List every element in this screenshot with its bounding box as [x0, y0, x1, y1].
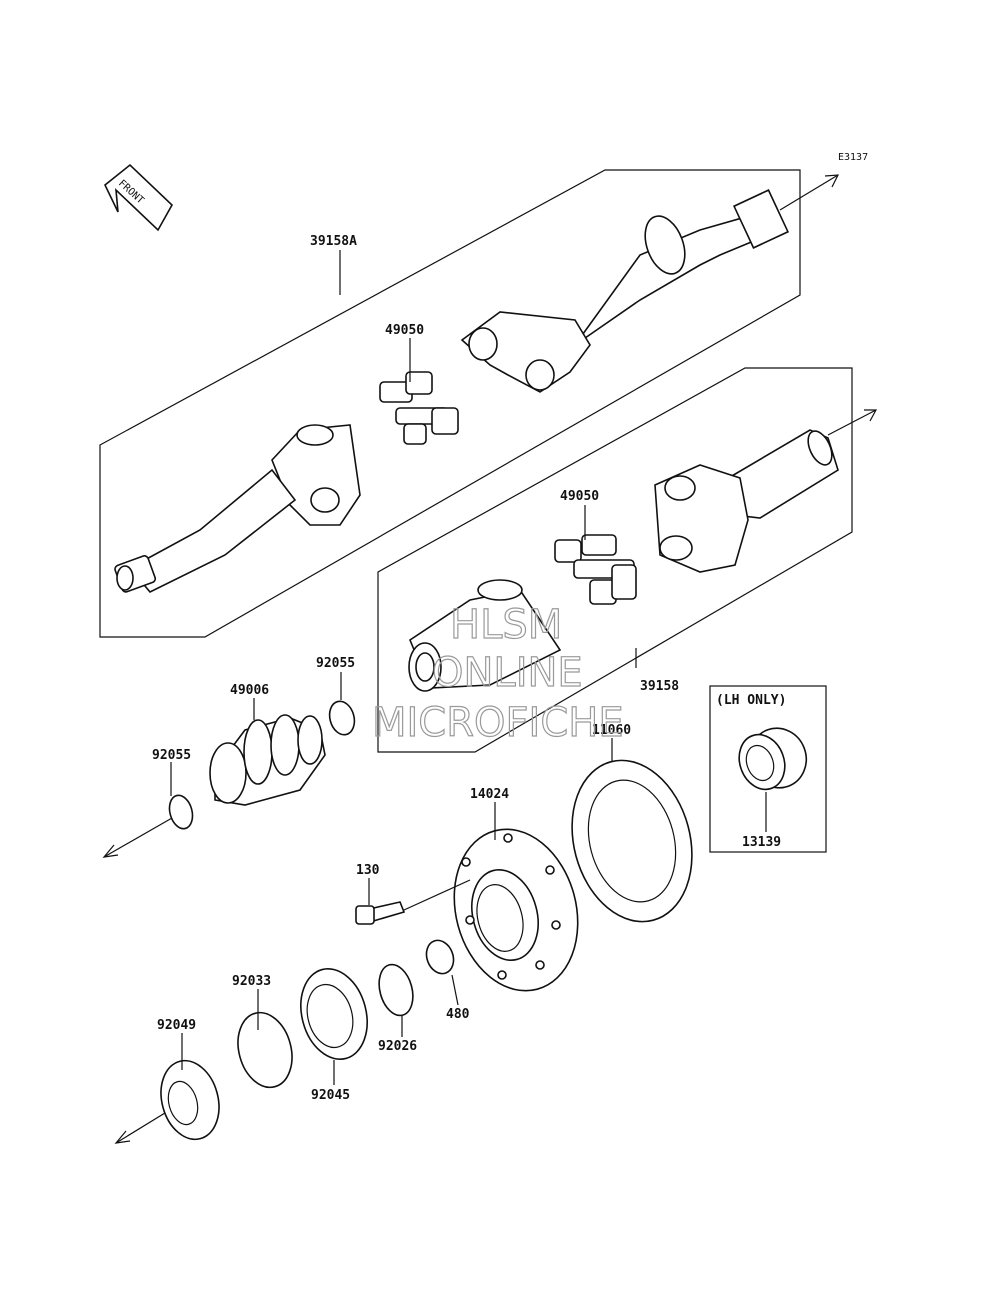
label-11060: 11060	[592, 723, 631, 738]
bearing-92045	[300, 968, 368, 1060]
front-arrow-icon: FRONT	[104, 163, 174, 232]
label-92026: 92026	[378, 1039, 417, 1054]
diagram-code: E3137	[838, 152, 868, 163]
group-box-39158a	[99, 169, 801, 638]
boot-49006	[209, 714, 326, 806]
watermark-line-3: MICROFICHE	[372, 700, 624, 746]
label-92049: 92049	[157, 1018, 196, 1033]
label-49050-upper: 49050	[385, 323, 424, 338]
label-92055-lower: 92055	[152, 748, 191, 763]
label-49050-lower: 49050	[560, 489, 599, 504]
label-14024: 14024	[470, 787, 509, 802]
seal-92049	[160, 1059, 220, 1141]
gasket-11060	[571, 759, 693, 923]
label-92033: 92033	[232, 974, 271, 989]
housing-14024	[453, 828, 579, 992]
circlip-480	[425, 939, 455, 975]
label-13139: 13139	[742, 835, 781, 850]
lh-only-box	[709, 685, 827, 853]
bolt-130	[355, 901, 406, 925]
drive-shaft-39158	[408, 429, 839, 692]
label-480: 480	[446, 1007, 470, 1022]
label-92045: 92045	[311, 1088, 350, 1103]
shim-92026	[378, 963, 414, 1017]
o-ring-92055-upper	[328, 700, 356, 736]
o-ring-92055-lower	[168, 794, 194, 830]
hub-13139	[738, 727, 808, 791]
label-130: 130	[356, 863, 380, 878]
circlip-92033	[237, 1011, 293, 1089]
label-49006: 49006	[230, 683, 269, 698]
label-39158a: 39158A	[310, 234, 357, 249]
group-box-39158	[377, 367, 853, 753]
watermark-line-1: HLSM	[450, 602, 562, 648]
watermark: HLSM ONLINE MICROFICHE	[371, 601, 624, 746]
lh-only-label: (LH ONLY)	[716, 693, 786, 708]
watermark-line-2: ONLINE	[432, 650, 583, 696]
drive-shaft-39158a	[114, 189, 790, 593]
label-92055-upper: 92055	[316, 656, 355, 671]
label-39158: 39158	[640, 679, 679, 694]
